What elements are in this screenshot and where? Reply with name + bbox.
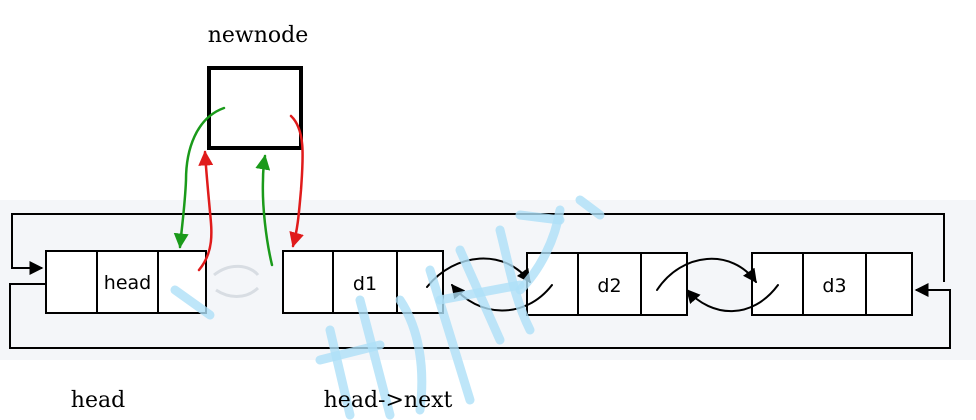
node-head: head xyxy=(45,250,207,314)
green-arrow-d1-to-newnode xyxy=(255,154,274,267)
red-arrow-newnode-to-d1 xyxy=(289,114,304,248)
circular-link-frame xyxy=(9,213,951,349)
insert-links xyxy=(173,106,304,272)
head-caption: head xyxy=(71,388,125,413)
watermark xyxy=(170,195,605,420)
link-d2-d3 xyxy=(656,258,779,313)
node-d2: d2 xyxy=(526,252,688,316)
node-d2-label: d2 xyxy=(597,275,621,297)
node-d1-label: d1 xyxy=(353,273,377,295)
head-next-caption: head->next xyxy=(324,388,453,413)
newnode-label: newnode xyxy=(208,23,309,48)
red-arrow-head-to-newnode xyxy=(197,150,214,272)
green-arrow-newnode-to-head xyxy=(173,106,226,249)
node-d3-label: d3 xyxy=(822,275,846,297)
node-head-label: head xyxy=(104,272,151,294)
node-d3: d3 xyxy=(751,252,913,316)
broken-link-marks xyxy=(213,264,260,298)
